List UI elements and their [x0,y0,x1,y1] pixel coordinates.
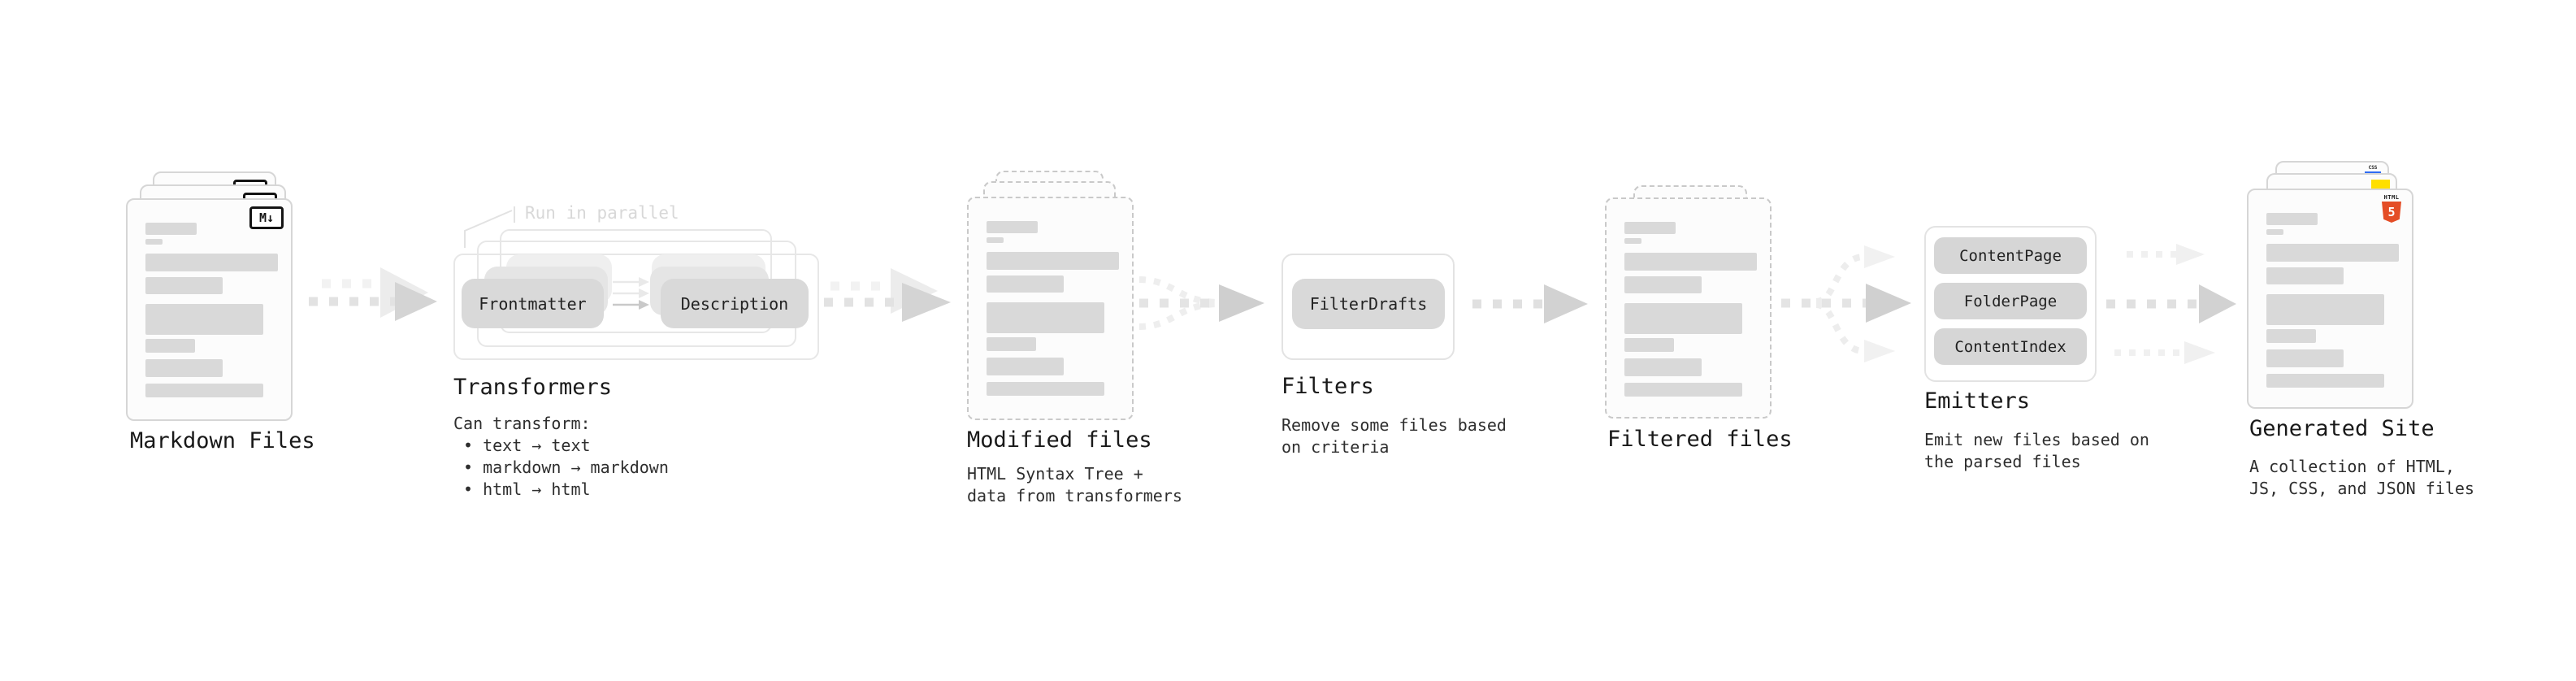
generated-site-description: A collection of HTML, JS, CSS, and JSON … [2249,456,2474,500]
text-line-placeholder [145,239,163,245]
arrows-emitters-to-generated [2106,244,2236,364]
bullet-line: • text → text [463,436,591,455]
text-line-placeholder [2266,229,2283,235]
text-line-placeholder [145,384,263,397]
emitters-description: Emit new files based on the parsed files [1924,429,2149,473]
description-line: the parsed files [1924,452,2081,471]
contentindex-pill: ContentIndex [1934,328,2087,365]
document-content-placeholder [1624,222,1757,397]
text-line-placeholder [145,223,197,235]
arrow-markdown-to-transformers [309,267,437,321]
text-line-placeholder [1624,276,1702,293]
bullet-line: • html → html [463,479,591,499]
text-line-placeholder [987,221,1038,233]
bullet-line: • markdown → markdown [463,458,669,477]
modified-files-description: HTML Syntax Tree + data from transformer… [967,463,1182,507]
transformers-title: Transformers [453,375,613,400]
html5-icon: HTML 5 [2381,194,2402,223]
text-line-placeholder [145,359,223,377]
text-line-placeholder [2266,267,2344,284]
run-in-parallel-note: Run in parallel [525,203,679,223]
description-line: A collection of HTML, [2249,457,2455,476]
javascript-icon [2371,180,2390,189]
text-line-placeholder [1624,238,1641,244]
text-line-placeholder [145,277,223,294]
contentpage-pill: ContentPage [1934,237,2087,274]
text-line-placeholder [2266,244,2399,262]
markdown-doc-front: M↓ [126,198,293,421]
text-line-placeholder [2266,329,2316,343]
text-line-placeholder [1624,338,1674,352]
description-line: data from transformers [967,486,1182,505]
folderpage-pill: FolderPage [1934,283,2087,319]
document-content-placeholder [145,223,278,397]
text-line-placeholder [987,275,1064,293]
description-line: on criteria [1281,437,1390,457]
filtered-files-title: Filtered files [1607,427,1793,452]
arrow-transformers-to-modified [824,268,951,322]
emitters-title: Emitters [1924,388,2031,414]
modified-doc-front [967,197,1134,420]
document-content-placeholder [987,221,1119,396]
frontmatter-pill: Frontmatter [462,279,604,328]
description-line: HTML Syntax Tree + [967,464,1143,484]
text-line-placeholder [1624,222,1676,234]
transformer-box-front [453,254,819,360]
text-line-placeholder [1624,358,1702,376]
text-line-placeholder [2266,213,2318,225]
markdown-files-title: Markdown Files [130,428,315,453]
text-line-placeholder [2266,294,2384,325]
text-line-placeholder [145,254,278,271]
description-line: Remove some files based [1281,415,1507,435]
filters-description: Remove some files based on criteria [1281,414,1507,458]
arrow-filtered-to-emitters-split [1781,245,1911,362]
arrow-filters-to-filtered [1472,284,1588,323]
text-line-placeholder [2266,374,2384,388]
modified-files-title: Modified files [967,427,1152,453]
generated-site-title: Generated Site [2249,416,2435,441]
filtered-doc-front [1605,197,1772,419]
text-line-placeholder [145,339,195,353]
text-line-placeholder [987,358,1064,375]
text-line-placeholder [1624,303,1742,334]
text-line-placeholder [987,252,1119,270]
text-line-placeholder [987,382,1104,396]
filters-title: Filters [1281,374,1374,399]
document-content-placeholder [2266,213,2399,388]
text-line-placeholder [987,237,1004,243]
can-transform-heading: Can transform: [453,414,591,433]
arrow-modified-to-filters-merge [1138,276,1264,330]
css-icon: CSS [2365,166,2381,174]
description-line: Emit new files based on [1924,430,2149,449]
text-line-placeholder [145,304,263,335]
text-line-placeholder [2266,349,2344,367]
transformers-description: Can transform: • text → text • markdown … [453,413,669,501]
text-line-placeholder [1624,253,1757,271]
markdown-icon: M↓ [249,206,284,229]
filterdrafts-pill: FilterDrafts [1292,279,1445,329]
text-line-placeholder [987,302,1104,333]
generated-doc-html: HTML 5 [2247,189,2413,409]
description-pill: Description [661,279,809,328]
text-line-placeholder [1624,383,1742,397]
description-line: JS, CSS, and JSON files [2249,479,2474,498]
text-line-placeholder [987,337,1036,351]
